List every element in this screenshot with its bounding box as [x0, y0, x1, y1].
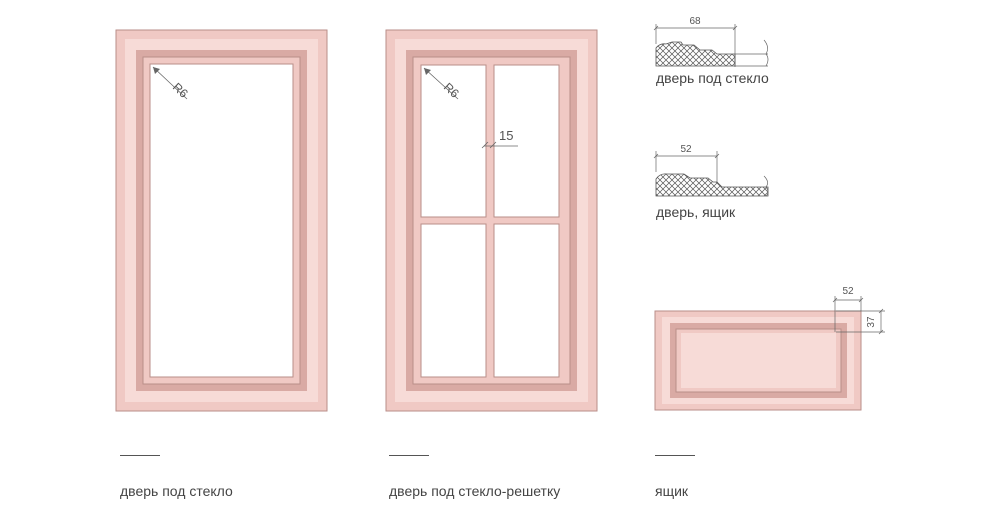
glass-door-caption-block: дверь под стекло — [120, 455, 233, 499]
caption-rule — [120, 455, 160, 456]
glass-door-caption: дверь под стекло — [120, 483, 233, 499]
drawer-caption: ящик — [655, 483, 689, 499]
profile-1-label: дверь под стекло — [656, 70, 769, 86]
profile-1-width-label: 68 — [689, 16, 701, 27]
mullion-dimension: 15 — [481, 128, 518, 149]
caption-rule — [389, 455, 429, 456]
drawer-width-label: 52 — [842, 286, 854, 297]
glass-door-profile: 68 дверь под стекло — [653, 16, 769, 86]
drawer-illustration — [654, 310, 862, 411]
drawer-height-label: 37 — [866, 316, 877, 328]
profile-2-width-label: 52 — [680, 144, 692, 155]
lattice-door-illustration — [385, 29, 598, 412]
caption-rule — [655, 455, 695, 456]
mullion-label: 15 — [499, 128, 513, 143]
lattice-door-caption: дверь под стекло-решетку — [389, 483, 561, 499]
drawer-caption-block: ящик — [655, 455, 695, 499]
glass-door-illustration — [115, 29, 328, 412]
drawer-dimensions: 52 37 — [832, 286, 885, 335]
door-drawer-profile: 52 дверь, ящик — [653, 144, 769, 220]
profile-2-label: дверь, ящик — [656, 204, 736, 220]
lattice-door-caption-block: дверь под стекло-решетку — [389, 455, 560, 499]
